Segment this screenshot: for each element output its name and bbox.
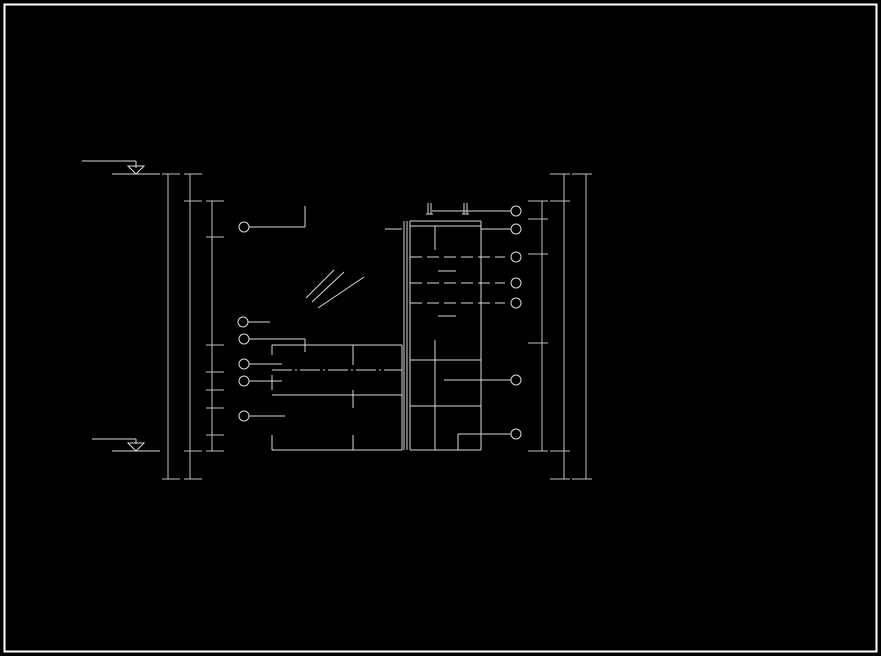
callout-bubble: [238, 221, 250, 233]
callout-bubble: [510, 277, 522, 289]
callout-bubble: [238, 333, 250, 345]
level-marker-bottom: [92, 438, 160, 452]
light-fixtures: [426, 203, 469, 215]
right-dimension-lines: [528, 173, 592, 480]
vanity-cabinet: [271, 228, 403, 451]
level-marker-top: [82, 160, 160, 175]
callout-bubble: [510, 251, 522, 263]
left-callouts: [237, 206, 306, 422]
callout-bubble: [510, 428, 522, 440]
callout-bubble: [510, 205, 522, 217]
callout-bubble: [238, 410, 250, 422]
callout-bubble: [238, 358, 250, 370]
right-callouts: [432, 205, 522, 450]
callout-bubble: [237, 316, 249, 328]
left-dimension-lines: [162, 173, 224, 480]
mirror-hatch: [305, 269, 365, 309]
callout-bubble: [510, 223, 522, 235]
drawing-frame: [3, 3, 878, 653]
callout-bubble: [510, 374, 522, 386]
tall-cabinet: [403, 220, 505, 451]
callout-bubble: [510, 297, 522, 309]
callout-bubble: [238, 375, 250, 387]
